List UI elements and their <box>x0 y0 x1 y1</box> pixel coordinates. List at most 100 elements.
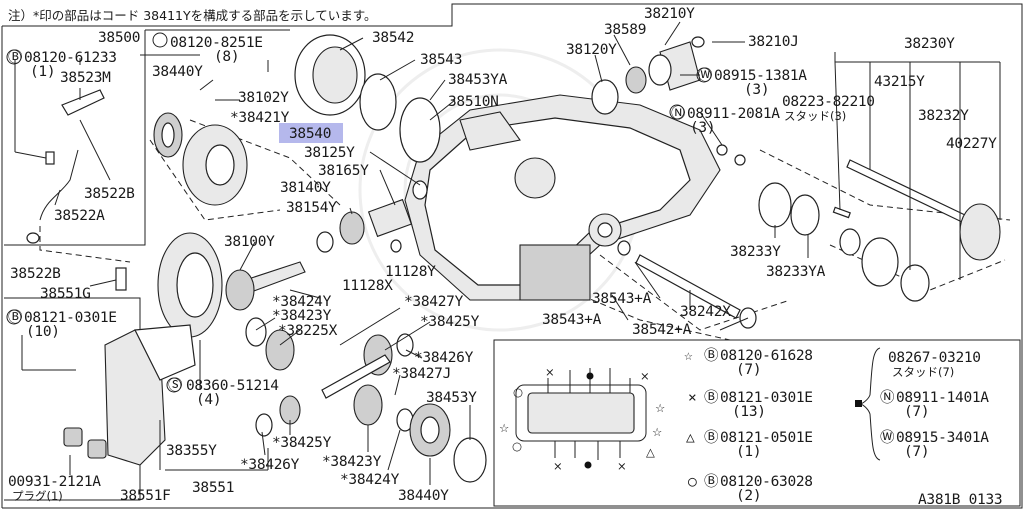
legend-code-r1: 08267-03210 <box>888 350 981 366</box>
label-38232y: 38232Y <box>918 108 969 124</box>
label-38140y: 38140Y <box>280 180 331 196</box>
svg-text:×: × <box>617 459 627 473</box>
label-38425y-lower: *38425Y <box>272 435 332 451</box>
companion-flange <box>591 36 746 166</box>
legend-code-r2: 08911-1401A <box>896 390 989 406</box>
svg-text:○: ○ <box>512 439 522 453</box>
label-38523m: 38523M <box>60 70 111 86</box>
label-38540: 38540 <box>289 126 331 142</box>
label-38551g: 38551G <box>40 286 91 302</box>
axle-shafts <box>617 159 1001 329</box>
label-38551: 38551 <box>192 480 234 496</box>
svg-text:×: × <box>640 369 650 383</box>
differential-case <box>153 112 248 206</box>
label-08911-2081a: 08911-2081A <box>687 106 780 122</box>
label-38424y-lower: *38424Y <box>340 472 400 488</box>
label-38426y-lower: *38426Y <box>240 457 300 473</box>
front-cover <box>63 324 196 466</box>
label-08121-0301e-qty: (10) <box>26 324 60 340</box>
label-43215y: 43215Y <box>874 74 925 90</box>
legend-n-marker: Ⓝ <box>880 389 894 406</box>
legend-code-1: 08120-61628 <box>720 348 813 364</box>
label-08911-2081a-qty: (3) <box>690 120 715 136</box>
label-38440y-top: 38440Y <box>152 64 203 80</box>
legend-b-marker-1: Ⓑ <box>704 347 718 364</box>
legend-code-3: 08121-0501E <box>720 430 813 446</box>
label-08915-1381a: 08915-1381A <box>714 68 807 84</box>
highlight-38540 <box>279 123 343 143</box>
legend-triangle-symbol: △ <box>686 430 695 446</box>
label-08360-51214: 08360-51214 <box>186 378 279 394</box>
legend-qty-4: (2) <box>736 488 761 504</box>
label-38165y: 38165Y <box>318 163 369 179</box>
label-11128x: 11128X <box>342 278 393 294</box>
label-38421y: *38421Y <box>230 110 290 126</box>
legend-qty-r3: (7) <box>904 444 929 460</box>
label-08120-61233-qty: (1) <box>30 64 55 80</box>
label-38425y-upper: *38425Y <box>420 314 480 330</box>
circled-markers <box>6 32 712 393</box>
label-38233ya: 38233YA <box>766 264 826 280</box>
label-38589: 38589 <box>604 22 646 38</box>
label-38453y: 38453Y <box>426 390 477 406</box>
leader-lines <box>14 21 1001 485</box>
label-38543a-upper: 38543+A <box>592 291 652 307</box>
legend-qty-r2: (7) <box>904 404 929 420</box>
legend-code-r3: 08915-3401A <box>896 430 989 446</box>
label-38210y: 38210Y <box>644 6 695 22</box>
label-38500: 38500 <box>98 30 140 46</box>
label-38551f: 38551F <box>120 488 171 504</box>
figure-id: A381B 0133 <box>918 492 1002 508</box>
label-08121-0301e: 08121-0301E <box>24 310 117 326</box>
label-38426y-upper: *38426Y <box>414 350 474 366</box>
pinion-bearings <box>316 180 428 253</box>
labels: 注）*印の部品はコード 38411Yを構成する部品を示しています。 38500 … <box>8 6 1003 508</box>
legend-schematic: × × × × ☆ ☆ ☆ △ ○ ○ <box>499 347 881 473</box>
label-38522b-lower: 38522B <box>10 266 61 282</box>
ring-gear <box>157 232 306 338</box>
label-38102y: 38102Y <box>238 90 289 106</box>
label-38542a: 38542+A <box>632 322 692 338</box>
legend-sub-r1: スタッド(7) <box>892 365 954 379</box>
legend-b-marker-4: Ⓑ <box>704 473 718 490</box>
label-38225x: *38225X <box>278 323 338 339</box>
label-38424y-upper: *38424Y <box>272 294 332 310</box>
label-38427j: *38427J <box>392 366 451 382</box>
label-08223-sub: スタッド(3) <box>784 109 846 123</box>
bolt-marker-b2: Ⓑ <box>8 309 22 326</box>
label-38120y: 38120Y <box>566 42 617 58</box>
note-text: 注）*印の部品はコード 38411Yを構成する部品を示しています。 <box>8 8 377 23</box>
screw-marker-s: Ⓢ <box>168 377 182 394</box>
legend-code-2: 08121-0301E <box>720 390 813 406</box>
bolt-marker-b1: Ⓑ <box>8 49 22 66</box>
label-38453ya: 38453YA <box>448 72 508 88</box>
label-00931-sub: プラグ(1) <box>12 489 63 503</box>
label-38440y-bottom: 38440Y <box>398 488 449 504</box>
legend-qty-3: (1) <box>736 444 761 460</box>
svg-text:☆: ☆ <box>652 425 662 439</box>
label-38423y-lower: *38423Y <box>322 454 382 470</box>
breather-assembly <box>26 89 127 291</box>
legend-star-symbol: ☆ <box>684 348 693 364</box>
label-38423y-upper: *38423Y <box>272 308 332 324</box>
nut-marker-n: Ⓝ <box>671 105 685 122</box>
label-38242x: 38242X <box>680 304 731 320</box>
label-38355y: 38355Y <box>166 443 217 459</box>
label-38522a: 38522A <box>54 208 105 224</box>
legend-b-marker-3: Ⓑ <box>704 429 718 446</box>
legend-qty-1: (7) <box>736 362 761 378</box>
label-38125y: 38125Y <box>304 145 355 161</box>
label-40227y: 40227Y <box>946 136 997 152</box>
label-38233y: 38233Y <box>730 244 781 260</box>
label-08120-61233: 08120-61233 <box>24 50 117 66</box>
label-38210j: 38210J <box>748 34 799 50</box>
svg-text:△: △ <box>646 445 655 459</box>
svg-text:×: × <box>545 365 555 379</box>
label-08223-82210: 08223-82210 <box>782 94 875 110</box>
label-38154y: 38154Y <box>286 200 337 216</box>
label-08120-8251e-qty: (8) <box>214 49 239 65</box>
label-38543a-lower: 38543+A <box>542 312 602 328</box>
legend-w-marker: Ⓦ <box>880 429 894 446</box>
